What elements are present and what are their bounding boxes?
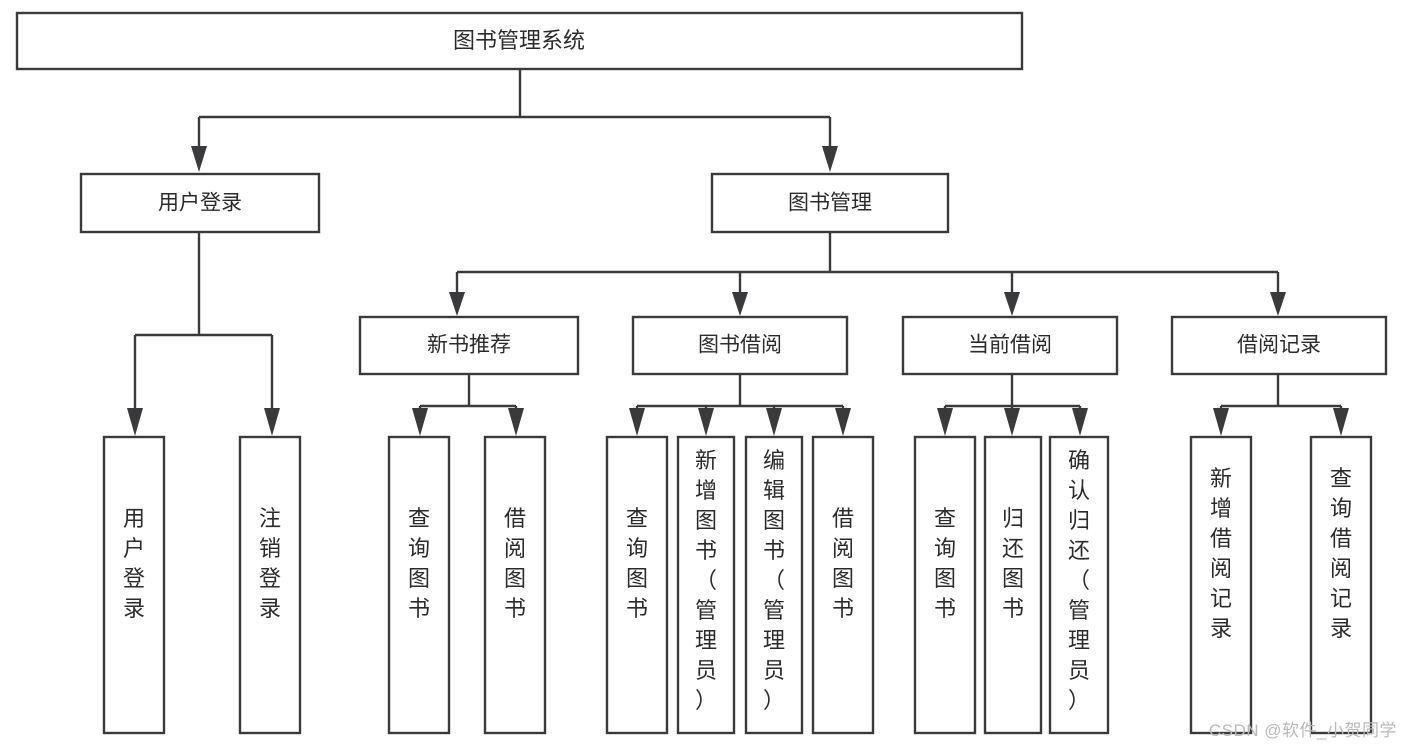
node-root-box <box>15 11 1024 71</box>
leaf-new-book-1[interactable]: 查询图书 <box>387 435 451 735</box>
leaf-borrow-record-2-box <box>1309 435 1373 735</box>
node-borrow-record-label: 借阅记录 <box>1237 334 1321 357</box>
arrowhead-borrow-record <box>1270 292 1286 316</box>
node-new-book-recommend[interactable]: 新书推荐 <box>358 315 580 376</box>
arrowhead-book-borrow-leaf2 <box>698 408 714 436</box>
node-new-book-recommend-label: 新书推荐 <box>427 334 511 357</box>
node-user-login[interactable]: 用户登录 <box>79 172 321 234</box>
arrowhead-new-book-leaf2 <box>508 408 524 436</box>
leaf-current-borrow-3[interactable]: 确认归还（管理员） <box>1048 435 1110 735</box>
arrowhead-new-book <box>449 292 465 316</box>
node-borrow-record[interactable]: 借阅记录 <box>1170 315 1388 376</box>
leaf-book-borrow-4[interactable]: 借阅图书 <box>811 435 875 735</box>
leaf-book-borrow-2[interactable]: 新增图书（管理员） <box>676 435 736 735</box>
leaf-new-book-1-box <box>387 435 451 735</box>
leaf-user-login-1[interactable]: 用户登录 <box>102 435 166 735</box>
leaf-book-borrow-1-label: 查询图书 <box>626 506 648 621</box>
leaf-current-borrow-2-label: 归还图书 <box>1002 506 1024 621</box>
arrowhead-user-login-leaf1 <box>127 408 143 436</box>
node-book-manage[interactable]: 图书管理 <box>710 172 950 234</box>
node-user-login-label: 用户登录 <box>158 192 242 215</box>
node-current-borrow-label: 当前借阅 <box>968 334 1052 357</box>
leaf-book-borrow-4-box <box>811 435 875 735</box>
node-book-borrow[interactable]: 图书借阅 <box>631 315 849 376</box>
leaf-user-login-2-label: 注销登录 <box>259 506 281 621</box>
watermark-text: CSDN @软件_小贺同学 <box>1208 721 1397 740</box>
node-user-login-box <box>79 172 321 234</box>
arrowhead-book-borrow-leaf1 <box>629 408 645 436</box>
node-book-manage-box <box>710 172 950 234</box>
leaf-current-borrow-1-label: 查询图书 <box>934 506 956 621</box>
leaf-book-borrow-3-label: 编辑图书（管理员） <box>763 448 785 713</box>
node-current-borrow-box <box>901 315 1119 376</box>
arrowhead-current-borrow-leaf1 <box>937 408 953 436</box>
arrowhead-new-book-leaf1 <box>412 408 428 436</box>
leaf-book-borrow-4-label: 借阅图书 <box>832 506 854 621</box>
node-book-manage-label: 图书管理 <box>788 192 872 215</box>
arrowhead-borrow-record-leaf2 <box>1333 408 1349 436</box>
leaf-current-borrow-1-box <box>913 435 977 735</box>
leaf-book-borrow-2-box <box>676 435 736 735</box>
leaf-current-borrow-3-box <box>1048 435 1110 735</box>
leaf-new-book-2-label: 借阅图书 <box>504 506 526 621</box>
connector-layer <box>127 69 1349 436</box>
arrowhead-book-borrow <box>732 292 748 316</box>
leaf-user-login-2[interactable]: 注销登录 <box>238 435 302 735</box>
leaf-new-book-2[interactable]: 借阅图书 <box>483 435 547 735</box>
leaf-book-borrow-1[interactable]: 查询图书 <box>605 435 669 735</box>
leaf-borrow-record-2[interactable]: 查询借阅记录 <box>1309 435 1373 735</box>
arrowhead-user-login <box>191 146 207 172</box>
leaf-book-borrow-3-box <box>744 435 804 735</box>
arrowhead-user-login-leaf2 <box>264 408 280 436</box>
arrowhead-current-borrow-leaf2 <box>1004 408 1020 436</box>
leaf-book-borrow-2-label: 新增图书（管理员） <box>695 448 717 713</box>
node-book-borrow-label: 图书借阅 <box>698 334 782 357</box>
arrowhead-borrow-record-leaf1 <box>1213 408 1229 436</box>
node-new-book-recommend-box <box>358 315 580 376</box>
leaf-user-login-1-box <box>102 435 166 735</box>
leaf-book-borrow-1-box <box>605 435 669 735</box>
node-borrow-record-box <box>1170 315 1388 376</box>
node-book-borrow-box <box>631 315 849 376</box>
leaf-current-borrow-2[interactable]: 归还图书 <box>983 435 1043 735</box>
leaf-new-book-1-label: 查询图书 <box>408 506 430 621</box>
leaf-current-borrow-3-label: 确认归还（管理员） <box>1068 448 1090 713</box>
leaf-borrow-record-1-label: 新增借阅记录 <box>1210 466 1232 641</box>
leaf-user-login-2-box <box>238 435 302 735</box>
arrowhead-book-borrow-leaf4 <box>835 408 851 436</box>
arrowhead-current-borrow <box>1004 292 1020 316</box>
leaf-borrow-record-1-box <box>1189 435 1253 735</box>
leaf-new-book-2-box <box>483 435 547 735</box>
leaf-book-borrow-3[interactable]: 编辑图书（管理员） <box>744 435 804 735</box>
leaf-current-borrow-1[interactable]: 查询图书 <box>913 435 977 735</box>
arrowhead-current-borrow-leaf3 <box>1072 408 1088 436</box>
node-current-borrow[interactable]: 当前借阅 <box>901 315 1119 376</box>
leaf-borrow-record-1[interactable]: 新增借阅记录 <box>1189 435 1253 735</box>
node-root[interactable]: 图书管理系统 <box>15 11 1024 71</box>
arrowhead-book-borrow-leaf3 <box>766 408 782 436</box>
node-root-label: 图书管理系统 <box>453 28 585 53</box>
leaf-user-login-1-label: 用户登录 <box>123 506 145 621</box>
leaf-borrow-record-2-label: 查询借阅记录 <box>1330 466 1352 641</box>
arrowhead-book-manage <box>822 146 838 172</box>
leaf-current-borrow-2-box <box>983 435 1043 735</box>
